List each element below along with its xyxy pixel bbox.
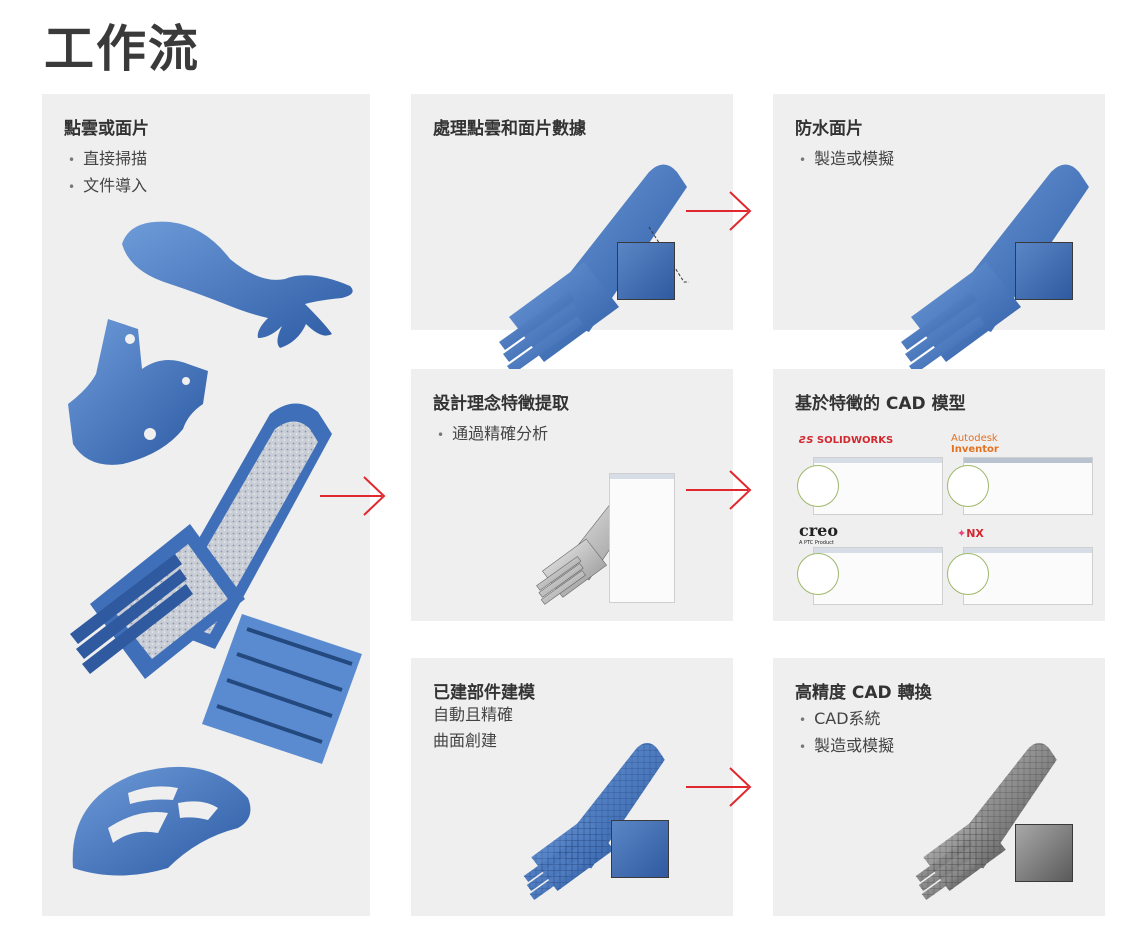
- bullet-list: 直接掃描 文件導入: [64, 146, 147, 200]
- panel-feature-cad: 基於特徵的 CAD 模型 ƧS SOLIDWORKS Autodesk Inve…: [773, 369, 1105, 621]
- list-item: 文件導入: [64, 173, 147, 200]
- bracket-scan-image: [68, 319, 208, 465]
- nx-tree-zoom: [947, 553, 989, 595]
- bullet-list: 製造或模擬: [795, 146, 894, 173]
- solidworks-tree-zoom: [797, 465, 839, 507]
- arm-scan-image: [122, 221, 353, 348]
- panel-heading: 防水面片: [795, 119, 863, 139]
- panel-heading: 設計理念特徵提取: [433, 394, 569, 414]
- arrow-right-icon: [320, 476, 386, 516]
- creo-logo: creo A PTC Product: [799, 521, 839, 547]
- bullet-list: 通過精確分析: [433, 421, 548, 448]
- panel-as-built-modeling: 已建部件建模 自動且精確 曲面創建: [411, 658, 733, 916]
- page-title: 工作流: [44, 20, 200, 78]
- list-item: 直接掃描: [64, 146, 147, 173]
- tire-tread-image: [202, 614, 362, 764]
- arrow-right-icon: [686, 191, 752, 231]
- text-line: 曲面創建: [433, 731, 498, 750]
- creo-tree-zoom: [797, 553, 839, 595]
- panel-design-intent: 設計理念特徵提取 通過精確分析: [411, 369, 733, 621]
- autodesk-logo: Autodesk Inventor: [951, 433, 999, 455]
- list-item: 製造或模擬: [795, 146, 894, 173]
- text-line: 自動且精確: [433, 705, 514, 724]
- panel-heading: 高精度 CAD 轉換: [795, 683, 932, 703]
- blade-pointcloud-image: [70, 403, 332, 679]
- panel-watertight-mesh: 防水面片 製造或模擬: [773, 94, 1105, 374]
- list-item: 通過精確分析: [433, 421, 548, 448]
- list-item: 製造或模擬: [795, 733, 894, 760]
- panel-heading: 點雲或面片: [64, 119, 149, 139]
- list-item: CAD系統: [795, 706, 894, 733]
- panel-high-accuracy-cad: 高精度 CAD 轉換 CAD系統 製造或模擬: [773, 658, 1105, 916]
- nx-logo: ✦NX: [957, 527, 984, 540]
- panel-point-cloud: 點雲或面片 直接掃描 文件導入: [42, 94, 370, 916]
- inventor-tree-zoom: [947, 465, 989, 507]
- bullet-list: CAD系統 製造或模擬: [795, 706, 894, 760]
- solidworks-logo: ƧS SOLIDWORKS: [799, 435, 894, 446]
- text-lines: 自動且精確 曲面創建: [433, 702, 513, 754]
- mesh-detail-inset: [617, 242, 675, 300]
- nurbs-detail-inset: [1015, 824, 1073, 882]
- blade-surface-patches-image: [523, 742, 665, 900]
- arrow-right-icon: [686, 767, 752, 807]
- panel-heading: 已建部件建模: [433, 683, 535, 703]
- surface-patch-inset: [611, 820, 669, 878]
- feature-tree-panel: [609, 473, 675, 603]
- panel-heading: 基於特徵的 CAD 模型: [795, 394, 966, 414]
- panel-heading: 處理點雲和面片數據: [433, 119, 586, 139]
- watertight-detail-inset: [1015, 242, 1073, 300]
- arrow-right-icon: [686, 470, 752, 510]
- panel-process-data: 處理點雲和面片數據: [411, 94, 733, 374]
- helmet-scan-image: [72, 766, 251, 876]
